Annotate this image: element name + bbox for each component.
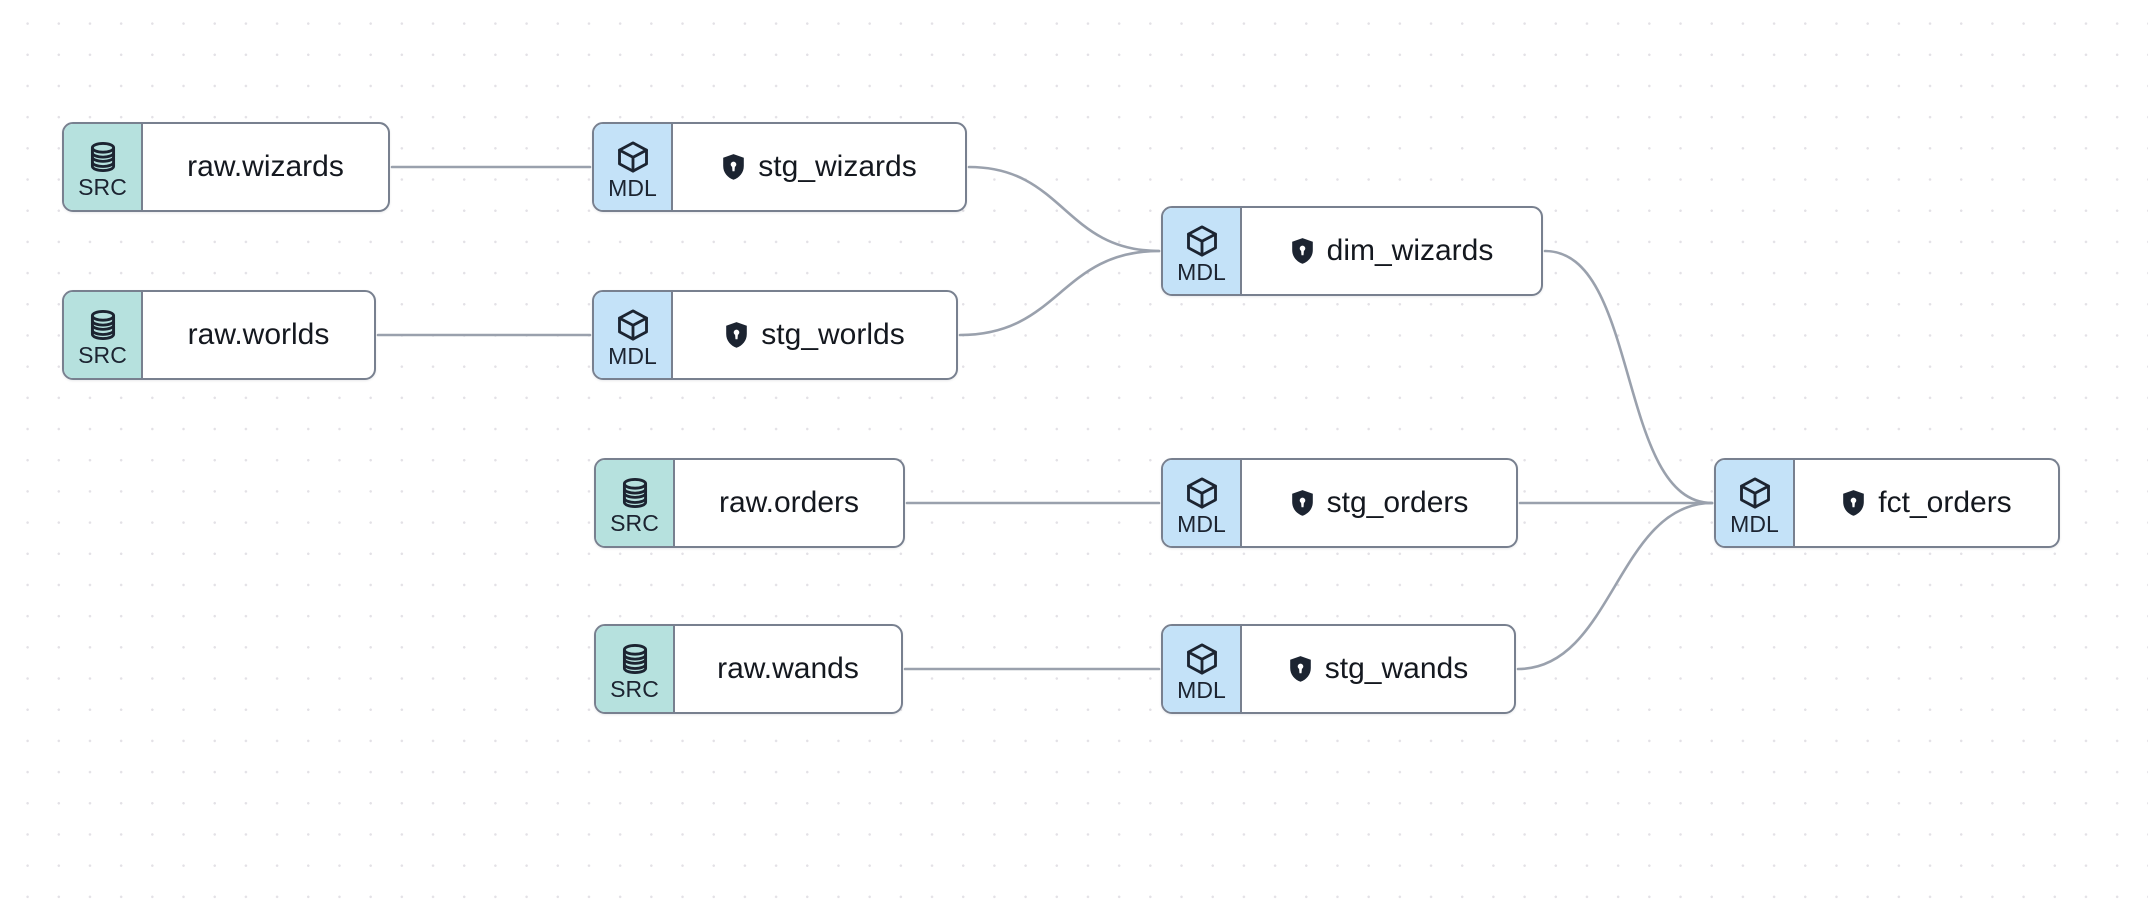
node-type-badge-src: SRC [596, 460, 675, 546]
node-body: stg_wizards [673, 124, 965, 210]
lineage-node-raw_wands[interactable]: SRC raw.wands [594, 624, 903, 714]
node-type-badge-mdl: MDL [1163, 460, 1242, 546]
node-type-label: SRC [78, 173, 127, 200]
lineage-node-stg_worlds[interactable]: MDL stg_worlds [592, 290, 958, 380]
node-type-label: SRC [78, 341, 127, 368]
node-body: raw.wands [675, 626, 901, 712]
node-label: stg_orders [1326, 486, 1469, 519]
node-body: fct_orders [1795, 460, 2058, 546]
cube-icon [1184, 475, 1220, 511]
shield-lock-icon [1841, 489, 1866, 517]
node-type-label: SRC [610, 675, 659, 702]
database-icon [618, 476, 652, 510]
node-type-badge-mdl: MDL [594, 292, 673, 378]
node-type-badge-src: SRC [64, 124, 143, 210]
node-body: raw.wizards [143, 124, 388, 210]
node-type-label: MDL [608, 342, 657, 369]
node-label: raw.worlds [187, 318, 330, 351]
lineage-node-raw_wizards[interactable]: SRC raw.wizards [62, 122, 390, 212]
cube-icon [615, 139, 651, 175]
node-type-badge-mdl: MDL [1163, 626, 1242, 712]
lineage-node-fct_orders[interactable]: MDL fct_orders [1714, 458, 2060, 548]
lineage-node-stg_orders[interactable]: MDL stg_orders [1161, 458, 1518, 548]
database-icon [86, 308, 120, 342]
lineage-edge [967, 165, 1161, 253]
node-label: stg_wands [1324, 652, 1469, 685]
cube-icon [1184, 641, 1220, 677]
node-body: stg_wands [1242, 626, 1514, 712]
shield-lock-icon [721, 153, 746, 181]
node-body: stg_orders [1242, 460, 1516, 546]
node-label: raw.orders [718, 486, 860, 519]
node-label: fct_orders [1878, 486, 2012, 519]
lineage-edge [1543, 249, 1714, 505]
node-type-label: MDL [1177, 258, 1226, 285]
node-label: raw.wizards [187, 150, 344, 183]
shield-lock-icon [1290, 489, 1315, 517]
node-label: stg_worlds [761, 318, 905, 351]
node-type-badge-src: SRC [596, 626, 675, 712]
node-type-badge-mdl: MDL [1716, 460, 1795, 546]
node-type-label: MDL [1177, 676, 1226, 703]
node-body: dim_wizards [1242, 208, 1541, 294]
database-icon [618, 642, 652, 676]
lineage-node-raw_worlds[interactable]: SRC raw.worlds [62, 290, 376, 380]
shield-lock-icon [724, 321, 749, 349]
node-type-label: SRC [610, 509, 659, 536]
cube-icon [1737, 475, 1773, 511]
node-type-label: MDL [1730, 510, 1779, 537]
node-label: raw.wands [717, 652, 859, 685]
node-body: raw.orders [675, 460, 903, 546]
shield-lock-icon [1290, 237, 1315, 265]
node-type-label: MDL [608, 174, 657, 201]
lineage-node-stg_wands[interactable]: MDL stg_wands [1161, 624, 1516, 714]
lineage-node-raw_orders[interactable]: SRC raw.orders [594, 458, 905, 548]
node-type-badge-mdl: MDL [594, 124, 673, 210]
database-icon [86, 140, 120, 174]
node-type-badge-mdl: MDL [1163, 208, 1242, 294]
lineage-edge [1516, 501, 1714, 671]
node-body: stg_worlds [673, 292, 956, 378]
node-label: dim_wizards [1326, 234, 1494, 267]
lineage-edge [958, 249, 1161, 337]
lineage-node-stg_wizards[interactable]: MDL stg_wizards [592, 122, 967, 212]
lineage-node-dim_wizards[interactable]: MDL dim_wizards [1161, 206, 1543, 296]
shield-lock-icon [1288, 655, 1313, 683]
node-type-label: MDL [1177, 510, 1226, 537]
cube-icon [615, 307, 651, 343]
node-body: raw.worlds [143, 292, 374, 378]
node-type-badge-src: SRC [64, 292, 143, 378]
cube-icon [1184, 223, 1220, 259]
node-label: stg_wizards [758, 150, 917, 183]
